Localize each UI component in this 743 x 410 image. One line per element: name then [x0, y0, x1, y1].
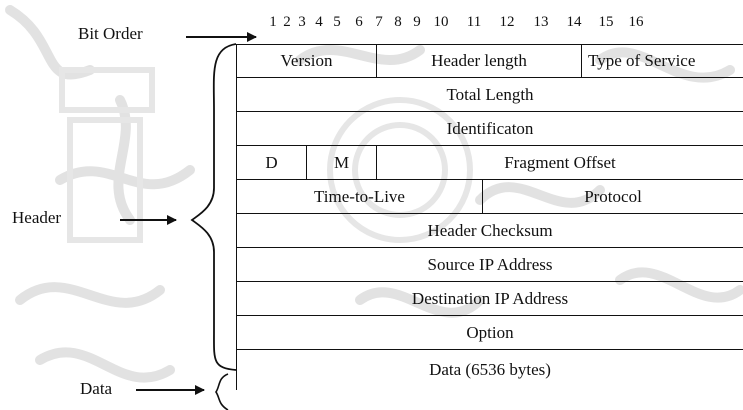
- bit-number: 5: [333, 14, 341, 30]
- bit-number: 1: [269, 14, 277, 30]
- field-type-of-service: Type of Service: [581, 45, 743, 77]
- field-flag-m: M: [306, 146, 376, 179]
- field-protocol: Protocol: [482, 180, 743, 213]
- field-source-ip-address: Source IP Address: [236, 248, 743, 281]
- bit-number: 11: [466, 14, 482, 30]
- table-row: Header Checksum: [236, 214, 743, 248]
- bit-number: 2: [283, 14, 291, 30]
- field-data: Data (6536 bytes): [236, 350, 743, 390]
- field-identification: Identificaton: [236, 112, 743, 145]
- table-row: Version Header length Type of Service: [236, 44, 743, 78]
- table-row: Option: [236, 316, 743, 350]
- field-flag-d: D: [236, 146, 306, 179]
- table-row: Data (6536 bytes): [236, 350, 743, 390]
- field-version: Version: [236, 45, 376, 77]
- table-row: Source IP Address: [236, 248, 743, 282]
- bit-number: 15: [598, 14, 614, 30]
- header-brace: [190, 43, 237, 371]
- bit-number: 8: [394, 14, 402, 30]
- data-label: Data: [80, 379, 113, 398]
- table-row: Identificaton: [236, 112, 743, 146]
- table-row: Time-to-Live Protocol: [236, 180, 743, 214]
- field-header-checksum: Header Checksum: [236, 214, 743, 247]
- bit-order-label: Bit Order: [78, 24, 143, 43]
- bit-number: 7: [375, 14, 383, 30]
- table-row: D M Fragment Offset: [236, 146, 743, 180]
- bit-number: 9: [413, 14, 421, 30]
- field-option: Option: [236, 316, 743, 349]
- bit-number: 16: [628, 14, 644, 30]
- header-label: Header: [12, 208, 62, 227]
- ip-header-table: Version Header length Type of Service To…: [236, 44, 743, 390]
- bit-number: 12: [499, 14, 515, 30]
- bit-number: 6: [355, 14, 363, 30]
- table-row: Destination IP Address: [236, 282, 743, 316]
- field-destination-ip-address: Destination IP Address: [236, 282, 743, 315]
- field-fragment-offset: Fragment Offset: [376, 146, 743, 179]
- field-header-length: Header length: [376, 45, 581, 77]
- data-brace: [215, 373, 229, 410]
- bit-number: 14: [566, 14, 582, 30]
- field-total-length: Total Length: [236, 78, 743, 111]
- bit-number: 10: [433, 14, 449, 30]
- bit-number: 3: [298, 14, 306, 30]
- bit-number: 13: [533, 14, 549, 30]
- field-time-to-live: Time-to-Live: [236, 180, 482, 213]
- bit-number: 4: [315, 14, 323, 30]
- table-row: Total Length: [236, 78, 743, 112]
